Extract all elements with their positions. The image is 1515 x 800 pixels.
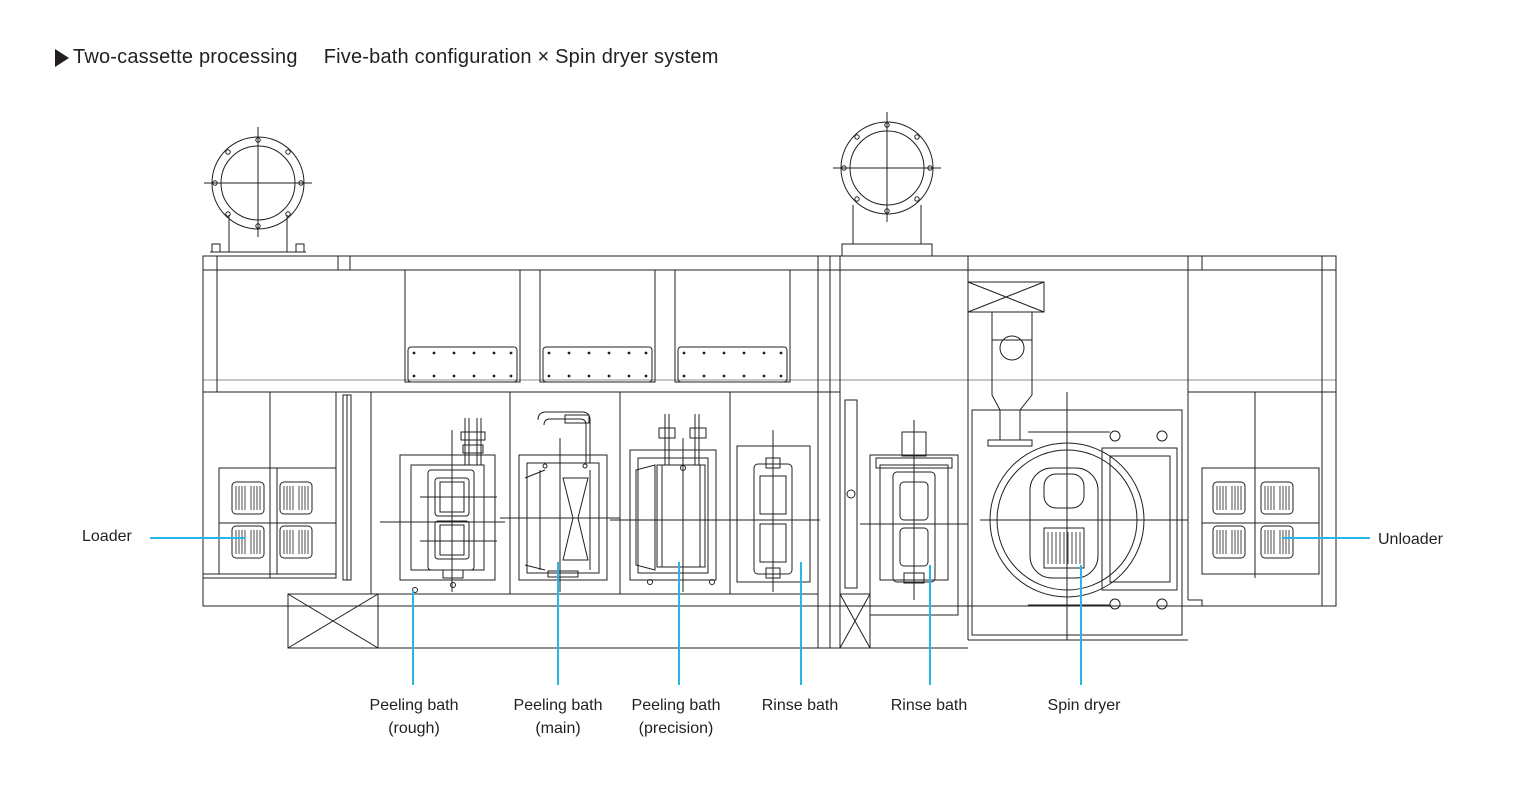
triangle-right-icon [55, 48, 69, 67]
label-line-1: Spin dryer [1047, 697, 1121, 714]
title-main: Two-cassette processing [73, 46, 298, 68]
label-line-2: (precision) [638, 720, 714, 737]
callout-lines [150, 537, 1370, 685]
label-unloader: Unloader [1378, 531, 1443, 548]
label-line-1: Peeling bath [369, 697, 459, 714]
label-peeling-bath-rough: Peeling bath (rough) [370, 694, 459, 740]
label-rinse-bath-2: Rinse bath [891, 694, 968, 717]
exhaust-duct-right [833, 112, 941, 257]
label-line-1: Rinse bath [761, 697, 839, 714]
machine-frame [202, 255, 1337, 649]
unloader-station [1201, 467, 1320, 575]
label-rinse-bath-1: Rinse bath [762, 694, 839, 717]
label-line-2: (rough) [388, 720, 440, 737]
label-line-1: Peeling bath [631, 697, 721, 714]
rinse-bath-1 [720, 430, 820, 592]
label-line-1: Rinse bath [890, 697, 968, 714]
label-line-1: Peeling bath [513, 697, 603, 714]
peeling-bath-rough [380, 418, 505, 593]
label-peeling-bath-precision: Peeling bath (precision) [632, 694, 721, 740]
title-subtitle: Five-bath configuration × Spin dryer sys… [323, 46, 719, 68]
peeling-bath-precision [610, 414, 730, 592]
label-spin-dryer: Spin dryer [1048, 694, 1121, 717]
peeling-bath-main [500, 411, 620, 592]
label-line-2: (main) [535, 720, 581, 737]
label-loader: Loader [82, 528, 132, 545]
loader-station [218, 467, 337, 575]
spin-dryer [967, 281, 1188, 640]
label-peeling-bath-main: Peeling bath (main) [514, 694, 603, 740]
rinse-bath-2 [860, 420, 968, 616]
top-hoods [404, 269, 791, 383]
page-title: Two-cassette processing Five-bath config… [55, 46, 719, 69]
exhaust-duct-left [204, 127, 312, 253]
